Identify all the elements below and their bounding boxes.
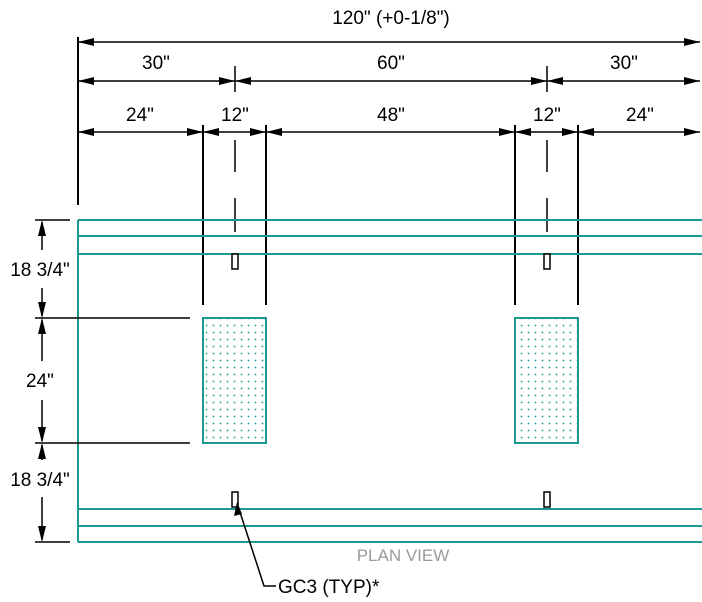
dim-row2-left: 30" — [142, 53, 170, 74]
overall-dimension — [78, 38, 700, 46]
dim-vertical-bottom: 18 3/4" — [10, 470, 70, 491]
dim-row2-center: 60" — [377, 53, 405, 74]
gc3-markers — [231, 253, 551, 508]
pad-extension-lines — [202, 125, 579, 305]
dim-row3-c: 48" — [377, 105, 405, 126]
row3-dimension-line — [78, 128, 700, 136]
dim-row3-a: 24" — [126, 105, 154, 126]
dim-vertical-top: 18 3/4" — [10, 260, 70, 281]
row2-dimension-line — [78, 66, 700, 92]
dim-vertical-middle: 24" — [26, 371, 54, 392]
plan-view-label: PLAN VIEW — [357, 546, 450, 565]
callout-leader — [234, 502, 276, 587]
plan-outline — [77, 219, 702, 543]
pad-right — [514, 317, 579, 444]
pad-left — [202, 317, 267, 444]
dim-row2-right: 30" — [610, 53, 638, 74]
dim-row3-b: 12" — [221, 105, 249, 126]
centerline-marks — [234, 140, 548, 232]
dim-row3-d: 12" — [533, 105, 561, 126]
callout-gc3: GC3 (TYP)* — [278, 577, 380, 598]
dim-overall: 120" (+0-1/8") — [332, 8, 450, 29]
dim-row3-e: 24" — [626, 105, 654, 126]
vertical-arrows — [38, 220, 46, 542]
